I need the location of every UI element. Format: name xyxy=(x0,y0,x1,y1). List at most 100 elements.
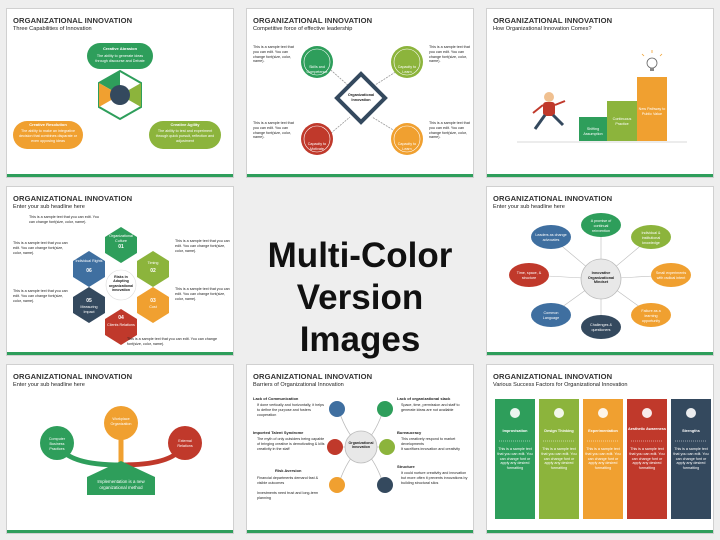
barrier-right-3-text: It could nurture creativity and innovati… xyxy=(401,471,468,485)
slide-footer-bar xyxy=(487,174,713,177)
risk-num-05: 05 xyxy=(86,298,92,304)
mindset-item-4: Small experiments with radical intent xyxy=(655,271,687,280)
slide-title: ORGANIZATIONAL INNOVATION xyxy=(493,194,613,203)
center-label: Organizational Innovation xyxy=(347,93,375,102)
risk-label-04: Clients Relations xyxy=(107,323,135,327)
slide-subtitle: Enter your sub headline here xyxy=(13,204,85,210)
mindset-item-5: Failure as a learning opportunity xyxy=(641,309,661,323)
barrier-left-1-text: If done vertically and horizontally, it … xyxy=(257,403,324,417)
factor-5-text: This is a sample text that you can edit.… xyxy=(673,447,709,471)
slide-three-capabilities[interactable]: ORGANIZATIONAL INNOVATION Three Capabili… xyxy=(6,8,234,178)
note-left-2: This is a sample text that you can edit.… xyxy=(13,289,68,303)
method-base: Implementation is a new organizational m… xyxy=(97,479,145,490)
stairs-diagram xyxy=(517,50,687,143)
factors-diagram xyxy=(495,399,711,519)
heading-line-1: Multi-Color xyxy=(267,236,453,275)
factor-3-heading: Experimentation xyxy=(588,429,618,433)
slide-subtitle: Various Success Factors for Organization… xyxy=(493,382,628,388)
item-skills: Skills and Competence xyxy=(306,65,328,74)
factor-2-text: This is a sample text that you can edit.… xyxy=(541,447,577,471)
slide-footer-bar xyxy=(487,352,713,355)
slide-footer-bar xyxy=(247,530,473,533)
slide-barriers[interactable]: ORGANIZATIONAL INNOVATION Barriers of Or… xyxy=(246,364,474,534)
note-top: This is a sample text that you can edit.… xyxy=(29,215,99,224)
risk-label-06: Individual Rights xyxy=(75,259,103,263)
barrier-right-3-heading: Structure xyxy=(397,464,415,469)
slide-innovative-mindset[interactable]: ORGANIZATIONAL INNOVATION Enter your sub… xyxy=(486,186,714,356)
risks-center-label: Risks in Adopting organizational innovat… xyxy=(108,275,134,292)
barriers-diagram xyxy=(327,401,395,493)
note-right-2: This is a sample text that you can edit.… xyxy=(175,287,230,301)
slide-title: ORGANIZATIONAL INNOVATION xyxy=(493,372,613,381)
slide-subtitle: Competitive force of effective leadershi… xyxy=(253,26,353,32)
barrier-left-2-heading: Imported Talent Syndrome xyxy=(253,430,304,435)
mindset-item-2: A promise of continual reinvention xyxy=(590,219,612,233)
slide-title: ORGANIZATIONAL INNOVATION xyxy=(253,16,373,25)
slide-title: ORGANIZATIONAL INNOVATION xyxy=(13,16,133,25)
risk-label-01: Organizational Culture xyxy=(109,234,133,243)
note-right-1: This is a sample text that you can edit.… xyxy=(175,239,230,253)
capability-agility-text: The ability to test and experiment throu… xyxy=(155,129,215,143)
method-computer: Computer Business Practices xyxy=(48,437,66,451)
note-bottom: This is a sample text that you can edit.… xyxy=(127,337,217,346)
risk-num-02: 02 xyxy=(150,268,156,274)
slide-footer-bar xyxy=(487,530,713,533)
risk-num-04: 04 xyxy=(118,315,124,321)
barrier-left-3-text-2: Investments need trust and long-term pla… xyxy=(257,491,319,500)
note-bottom-left: This is a sample text that you can edit.… xyxy=(253,121,294,140)
slide-subtitle: Enter your sub headline here xyxy=(13,382,85,388)
mindset-item-1: Leaders as change advocates xyxy=(535,233,567,242)
barrier-right-2-text-1: This creatively respond to market develo… xyxy=(401,437,456,446)
note-top-right: This is a sample text that you can edit.… xyxy=(429,45,470,64)
note-bottom-right: This is a sample text that you can edit.… xyxy=(429,121,470,140)
slide-subtitle: How Organizational Innovation Comes? xyxy=(493,26,592,32)
method-workplace: Workplace Organization xyxy=(110,417,132,426)
barrier-left-2-text: The myth of only outsiders being capable… xyxy=(257,437,325,451)
slide-risks[interactable]: ORGANIZATIONAL INNOVATION Enter your sub… xyxy=(6,186,234,356)
mindset-center: Innovative Organizational Mindset xyxy=(587,271,615,285)
slide-success-factors[interactable]: ORGANIZATIONAL INNOVATION Various Succes… xyxy=(486,364,714,534)
capability-agility-heading: Creative Agility xyxy=(170,122,200,127)
capability-abrasion-text: The ability to generate ideas through di… xyxy=(95,54,145,63)
capability-resolution-heading: Creative Resolution xyxy=(29,122,67,127)
slide-title: ORGANIZATIONAL INNOVATION xyxy=(493,16,613,25)
mindset-diagram xyxy=(509,213,691,339)
step-practice: Continuous Practice xyxy=(612,117,632,126)
slide-subtitle: Three Capabilities of Innovation xyxy=(13,26,92,32)
slide-subtitle: Enter your sub headline here xyxy=(493,204,565,210)
note-top-left: This is a sample text that you can edit.… xyxy=(253,45,294,64)
implementation-diagram xyxy=(40,406,202,495)
multi-color-heading: Multi-Color Version Images xyxy=(260,235,460,361)
factor-4-text: This is a sample text that you can edit.… xyxy=(629,447,665,471)
barrier-right-1-heading: Lack of organizational slack xyxy=(397,396,451,401)
slide-footer-bar xyxy=(7,174,233,177)
risk-label-03: Cost xyxy=(149,305,157,309)
risk-num-01: 01 xyxy=(118,244,124,250)
barrier-left-3-heading: Risk Aversion xyxy=(275,468,302,473)
factor-1-text: This is a sample text that you can edit.… xyxy=(497,447,533,471)
slide-footer-bar xyxy=(7,352,233,355)
risk-label-05: Measuring Impact xyxy=(80,305,98,314)
slide-implementation[interactable]: ORGANIZATIONAL INNOVATION Enter your sub… xyxy=(6,364,234,534)
slide-how-innovation-comes[interactable]: ORGANIZATIONAL INNOVATION How Organizati… xyxy=(486,8,714,178)
barriers-center: Organizational Innovation xyxy=(348,441,374,450)
barrier-right-2-text-2: It sacrifices innovation and creativity xyxy=(401,447,461,451)
mindset-item-6: Challenges & questioners xyxy=(590,323,612,332)
slide-footer-bar xyxy=(7,530,233,533)
mindset-item-3: Individual & institutional knowledge xyxy=(641,231,661,245)
heading-line-2: Version Images xyxy=(296,278,424,359)
barrier-left-1-heading: Lack of Communication xyxy=(253,396,299,401)
slide-footer-bar xyxy=(247,174,473,177)
factor-3-text: This is a sample text that you can edit.… xyxy=(585,447,621,471)
slide-title: ORGANIZATIONAL INNOVATION xyxy=(13,372,133,381)
method-external: External Relations xyxy=(177,439,193,448)
mindset-item-7: Common Language xyxy=(542,311,560,320)
slide-title: ORGANIZATIONAL INNOVATION xyxy=(253,372,373,381)
barrier-left-3-text-1: Financial departments demand fast & visi… xyxy=(257,476,319,485)
risk-num-03: 03 xyxy=(150,298,156,304)
risks-diagram xyxy=(73,227,169,345)
step-shifting: Shifting Assumption xyxy=(583,127,603,136)
barrier-right-2-heading: Bureaucracy xyxy=(397,430,422,435)
factor-4-heading: Aesthetic Awareness xyxy=(628,427,666,431)
slide-competitive-force[interactable]: ORGANIZATIONAL INNOVATION Competitive fo… xyxy=(246,8,474,178)
